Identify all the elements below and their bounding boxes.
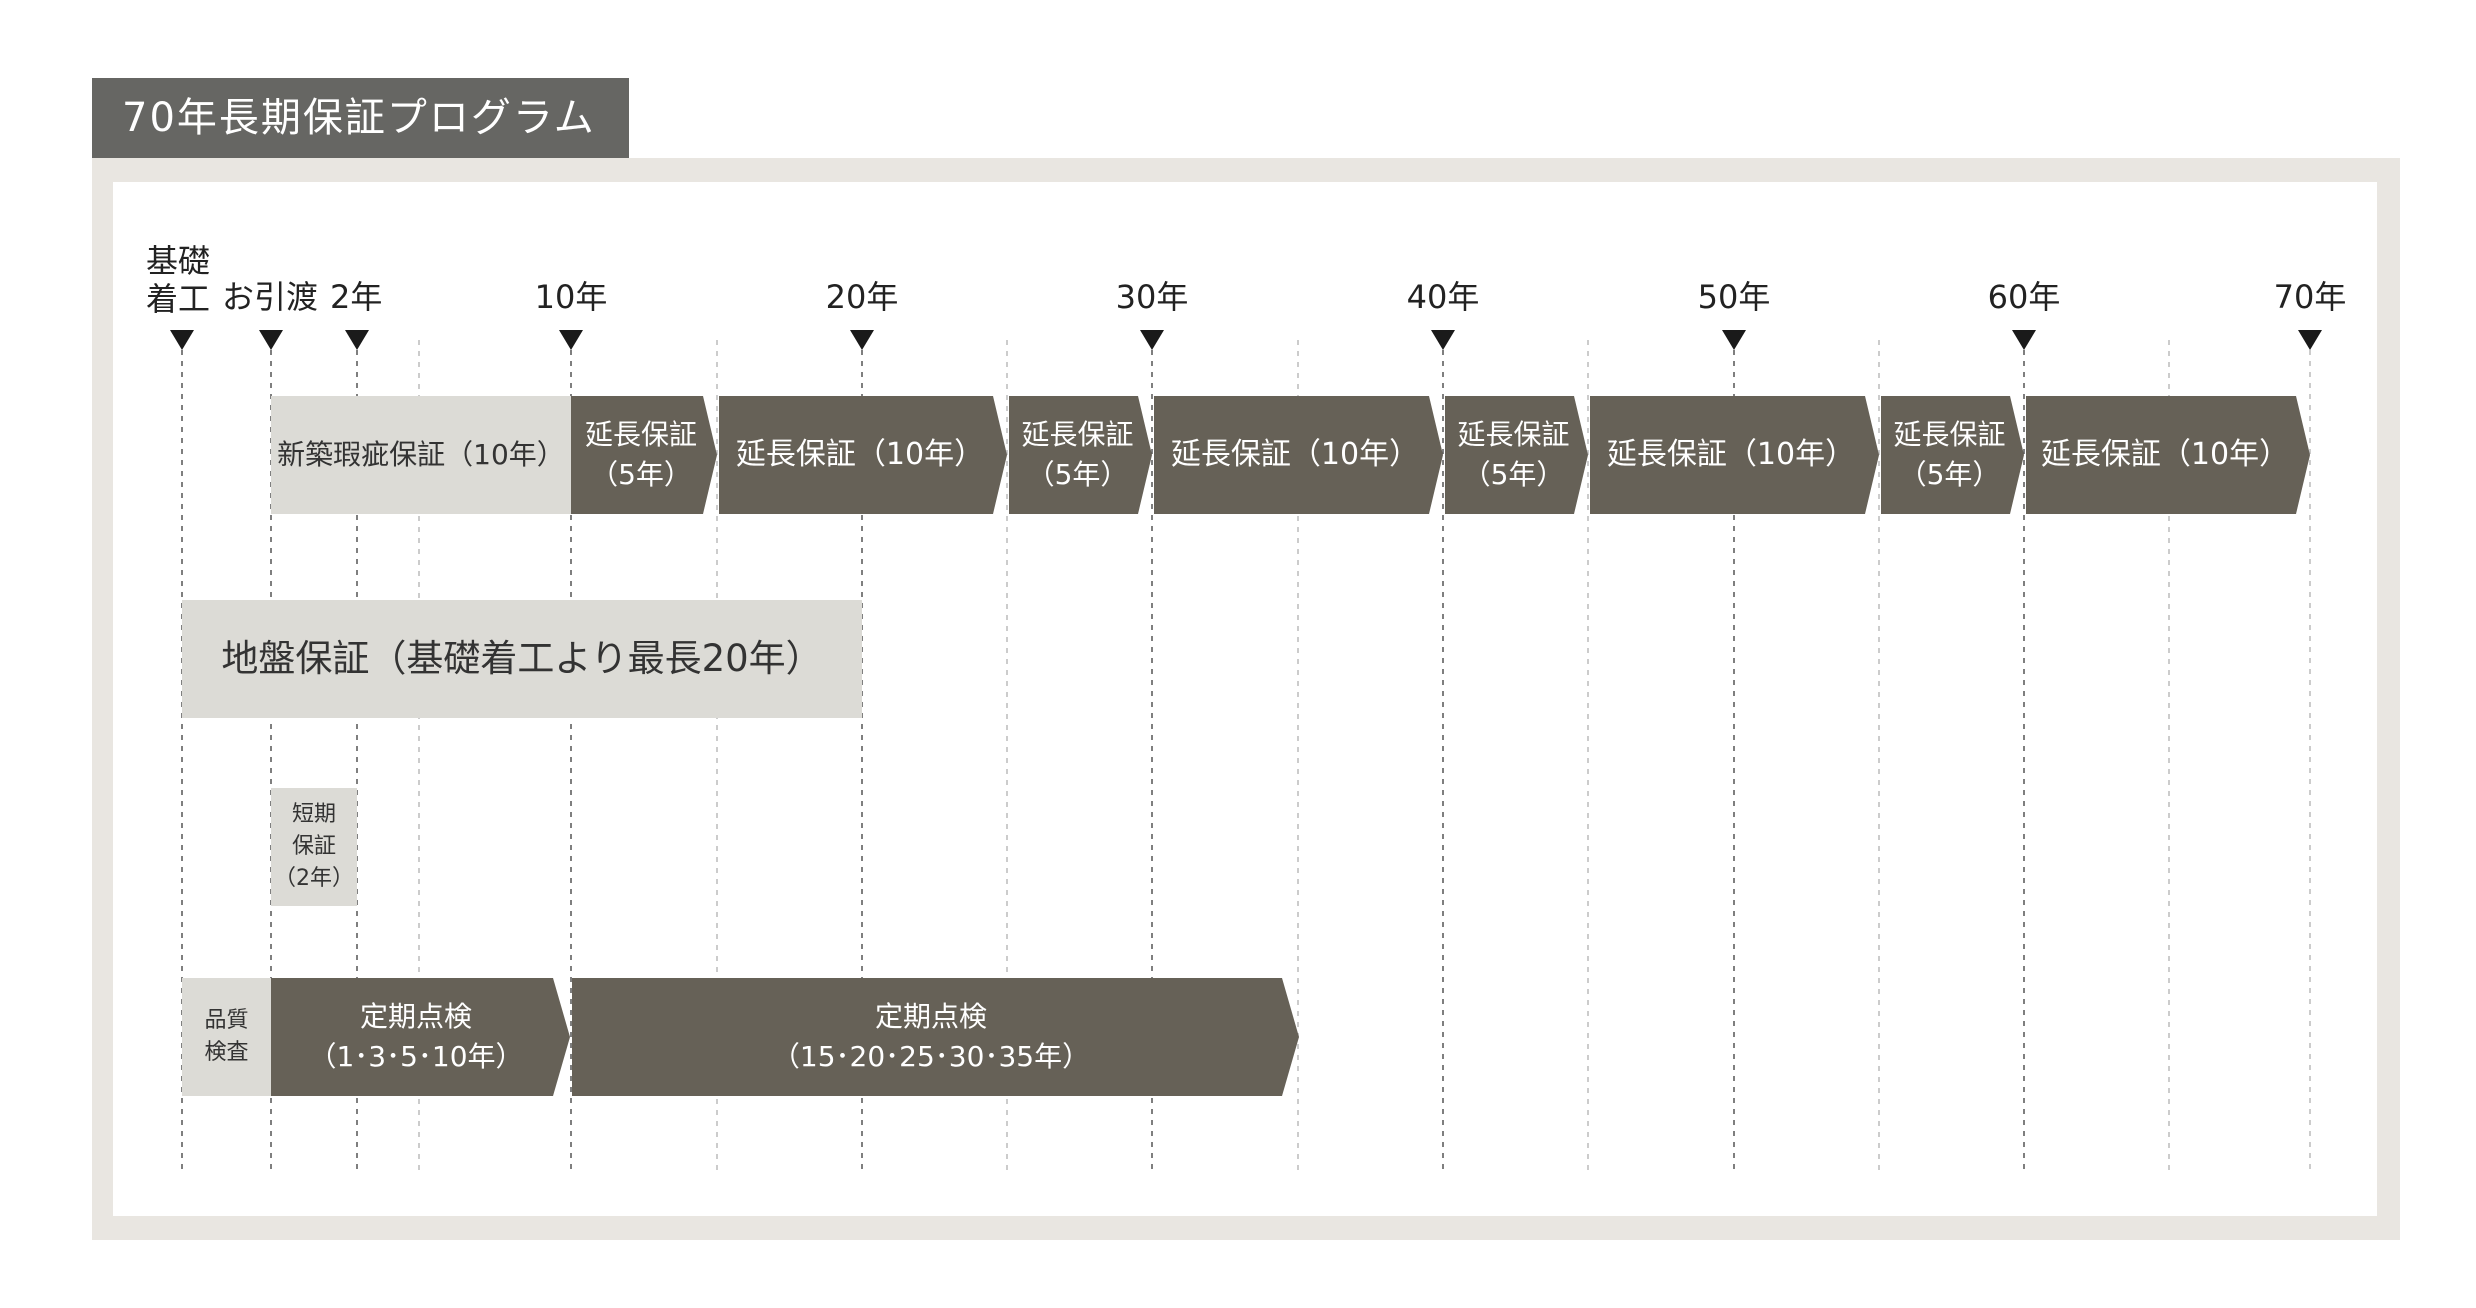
ext-warranty-5y-block: [1881, 396, 2024, 514]
label-2-years: 2年: [330, 278, 383, 316]
ext-warranty-5y-label: 延長保証 （5年）: [584, 418, 697, 491]
inspection-2-label: 定期点検 （15･20･25･30･35年）: [771, 1000, 1091, 1073]
label-10-years: 10年: [534, 278, 608, 316]
ext-warranty-5y-label: 延長保証 （5年）: [1457, 418, 1570, 491]
marker-70: [2298, 330, 2322, 350]
quality-check-label: 品質 検査: [204, 1008, 249, 1065]
label-70-years: 70年: [2273, 278, 2347, 316]
label-handover: お引渡: [222, 278, 319, 316]
marker-60: [2012, 330, 2036, 350]
ext-warranty-10y-block: [1590, 396, 1879, 514]
label-60-years: 60年: [1987, 278, 2061, 316]
label-50-years: 50年: [1697, 278, 1771, 316]
page-title: 70年長期保証プログラム: [92, 78, 629, 158]
ext-warranty-10y-label: 延長保証（10年）: [1606, 437, 1856, 472]
inspection-1-label: 定期点検 （1･3･5･10年）: [308, 1000, 524, 1073]
marker-50: [1722, 330, 1746, 350]
marker-20: [850, 330, 874, 350]
ext-warranty-5y-label: 延長保証 （5年）: [1021, 418, 1134, 491]
new-build-warranty-block: [271, 396, 571, 514]
label-20-years: 20年: [825, 278, 899, 316]
ext-warranty-10y-label: 延長保証（10年）: [2040, 437, 2290, 472]
inspection-2-block: [572, 978, 1299, 1096]
label-40-years: 40年: [1406, 278, 1480, 316]
marker-handover: [259, 330, 283, 350]
ext-warranty-5y-block: [571, 396, 717, 514]
ground-warranty-block: [182, 600, 862, 718]
ext-warranty-5y-label: 延長保証 （5年）: [1893, 418, 2006, 491]
marker-30: [1140, 330, 1164, 350]
quality-check-block: [182, 978, 271, 1096]
ext-warranty-10y-label: 延長保証（10年）: [1170, 437, 1420, 472]
label-foundation: 基礎 着工: [146, 242, 211, 318]
short-warranty-block: [271, 788, 357, 906]
ext-warranty-5y-block: [1009, 396, 1152, 514]
ext-warranty-5y-block: [1445, 396, 1588, 514]
marker-40: [1431, 330, 1455, 350]
marker-foundation: [170, 330, 194, 350]
marker-10: [559, 330, 583, 350]
inspection-1-block: [271, 978, 570, 1096]
ground-warranty-label: 地盤保証（基礎着工より最長20年）: [221, 637, 823, 680]
ext-warranty-10y-block: [719, 396, 1007, 514]
ext-warranty-10y-block: [2026, 396, 2310, 514]
short-warranty-label: 短期 保証 （2年）: [274, 802, 354, 891]
label-30-years: 30年: [1115, 278, 1189, 316]
new-build-warranty-label: 新築瑕疵保証（10年）: [277, 438, 565, 471]
ext-warranty-10y-block: [1154, 396, 1443, 514]
marker-2: [345, 330, 369, 350]
ext-warranty-10y-label: 延長保証（10年）: [735, 437, 985, 472]
